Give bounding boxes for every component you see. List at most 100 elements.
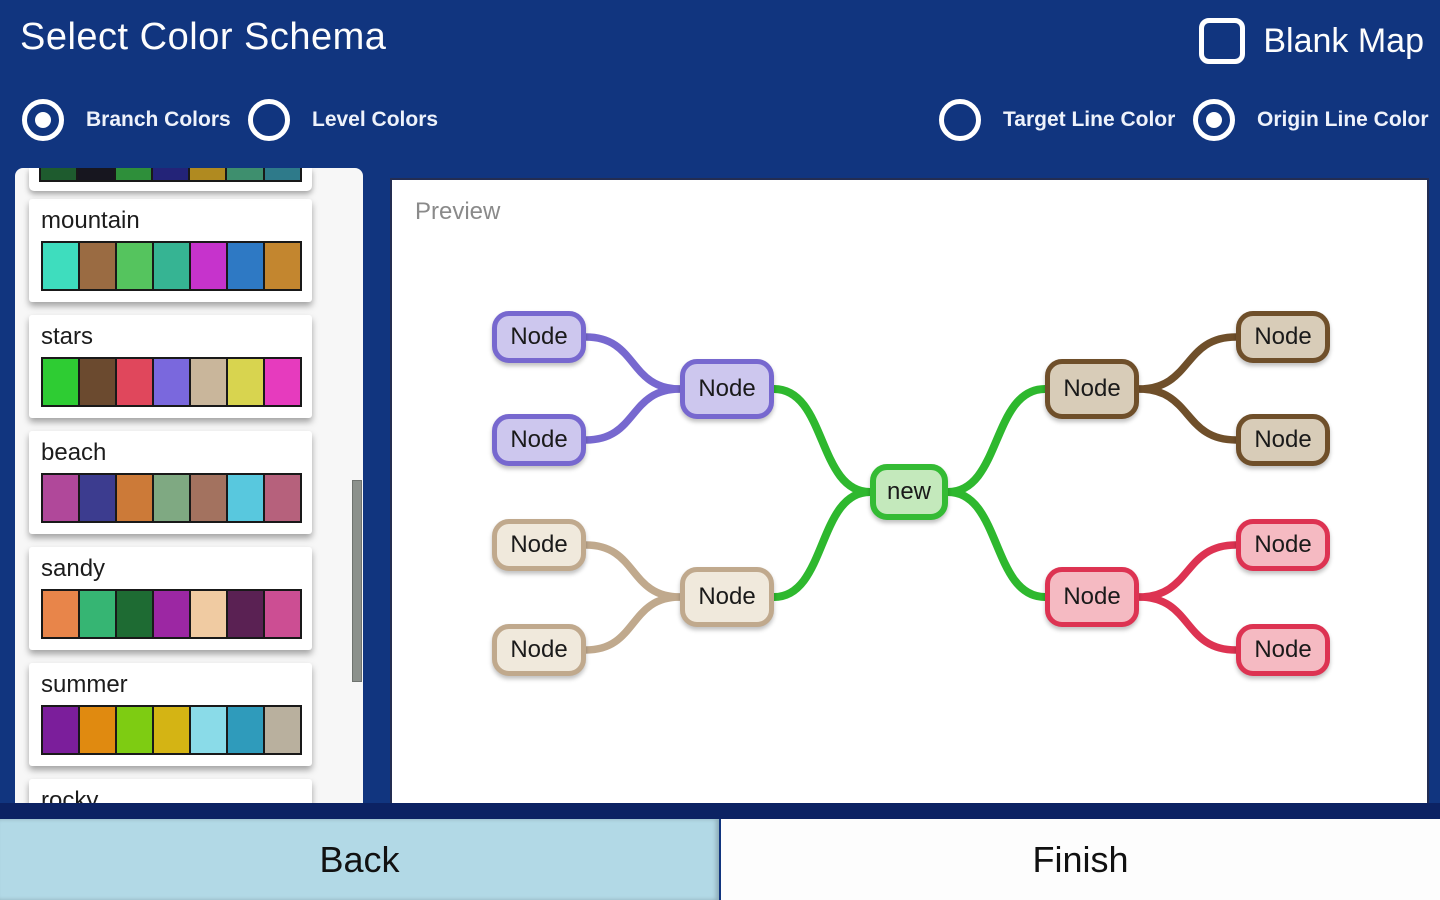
mindmap-link	[944, 385, 1049, 496]
blank-map-checkbox-icon[interactable]	[1199, 18, 1246, 64]
radio-dot	[35, 112, 51, 128]
mindmap-child-node: Node	[1236, 311, 1330, 363]
mindmap-child-node: Node	[1236, 414, 1330, 466]
color-swatch	[150, 168, 189, 182]
radio-dot	[261, 112, 277, 128]
color-swatch	[189, 357, 226, 407]
mindmap-link	[1135, 333, 1240, 393]
color-swatch	[263, 241, 302, 291]
scheme-card[interactable]: stars	[29, 315, 312, 418]
color-swatch	[115, 705, 152, 755]
scheme-card[interactable]: summer	[29, 663, 312, 766]
radio-dot	[1206, 112, 1222, 128]
color-swatch	[152, 589, 189, 639]
mindmap-link	[1135, 541, 1240, 601]
color-swatch	[226, 705, 263, 755]
radio-target-line-color-label: Target Line Color	[1003, 108, 1176, 131]
color-swatch	[78, 357, 115, 407]
radio-circle-icon[interactable]	[1193, 99, 1235, 141]
color-swatch	[152, 357, 189, 407]
color-swatch	[41, 241, 78, 291]
color-swatch	[188, 168, 226, 182]
color-swatch	[189, 473, 226, 523]
radio-branch-colors-label: Branch Colors	[86, 108, 231, 131]
scheme-swatches	[41, 473, 302, 523]
scheme-swatches	[41, 241, 302, 291]
scheme-card[interactable]: mountain	[29, 199, 312, 302]
color-swatch	[226, 357, 263, 407]
color-swatch	[41, 705, 78, 755]
color-swatch	[225, 168, 263, 182]
scheme-card-clipped-top[interactable]	[29, 168, 312, 191]
mindmap-child-node: Node	[492, 519, 586, 571]
mindmap-child-node: Node	[492, 311, 586, 363]
scheme-swatches	[39, 168, 302, 182]
blank-map-option[interactable]: Blank Map	[1199, 18, 1424, 64]
mindmap-child-node: Node	[1236, 624, 1330, 676]
radio-level-colors[interactable]: Level Colors	[248, 99, 438, 141]
color-swatch	[263, 589, 302, 639]
finish-button[interactable]: Finish	[721, 819, 1440, 900]
mindmap-link	[582, 541, 684, 601]
blank-map-label: Blank Map	[1263, 21, 1424, 60]
radio-origin-line-color[interactable]: Origin Line Color	[1193, 99, 1429, 141]
radio-dot	[952, 112, 968, 128]
color-swatch	[115, 589, 152, 639]
color-swatch	[115, 241, 152, 291]
radio-branch-colors[interactable]: Branch Colors	[22, 99, 231, 141]
page-title: Select Color Schema	[20, 16, 387, 58]
color-swatch	[263, 357, 302, 407]
color-swatch	[41, 473, 78, 523]
color-swatch	[115, 357, 152, 407]
color-swatch	[263, 473, 302, 523]
color-swatch	[78, 705, 115, 755]
scheme-cards-container: mountain stars beach sandy summer rocky	[15, 168, 363, 814]
radio-level-colors-label: Level Colors	[312, 108, 439, 131]
color-swatch	[152, 705, 189, 755]
color-swatch	[189, 589, 226, 639]
mindmap-link	[582, 593, 684, 654]
scheme-card[interactable]: sandy	[29, 547, 312, 650]
mindmap-link	[944, 488, 1049, 601]
scheme-card[interactable]: beach	[29, 431, 312, 534]
mindmap-branch-node: Node	[680, 567, 774, 627]
radio-circle-icon[interactable]	[939, 99, 981, 141]
color-swatch	[189, 241, 226, 291]
mindmap-child-node: Node	[492, 624, 586, 676]
scheme-name: sandy	[41, 555, 106, 582]
radio-circle-icon[interactable]	[248, 99, 290, 141]
color-swatch	[39, 168, 77, 182]
scheme-swatches	[41, 589, 302, 639]
color-swatch	[226, 241, 263, 291]
radio-circle-icon[interactable]	[22, 99, 64, 141]
color-scheme-list[interactable]: mountain stars beach sandy summer rocky	[15, 168, 363, 814]
mindmap-links	[582, 333, 1240, 654]
mindmap-link	[1135, 385, 1240, 444]
color-swatch	[41, 357, 78, 407]
color-swatch	[78, 241, 115, 291]
color-swatch	[76, 168, 114, 182]
color-swatch	[115, 473, 152, 523]
color-swatch	[152, 241, 189, 291]
scheme-name: mountain	[41, 207, 140, 234]
mindmap-link	[770, 488, 874, 601]
scheme-swatches	[41, 357, 302, 407]
color-swatch	[41, 589, 78, 639]
mindmap-branch-node: Node	[1045, 567, 1139, 627]
footer-divider	[0, 803, 1440, 819]
mindmap-child-node: Node	[1236, 519, 1330, 571]
back-button[interactable]: Back	[0, 819, 719, 900]
preview-label: Preview	[415, 198, 501, 225]
color-swatch	[189, 705, 226, 755]
radio-target-line-color[interactable]: Target Line Color	[939, 99, 1175, 141]
mindmap-link	[582, 333, 684, 393]
list-scrollbar-thumb[interactable]	[352, 480, 362, 682]
color-swatch	[262, 168, 302, 182]
color-swatch	[226, 473, 263, 523]
scheme-swatches	[41, 705, 302, 755]
color-swatch	[226, 589, 263, 639]
radio-origin-line-color-label: Origin Line Color	[1257, 108, 1429, 131]
color-swatch	[152, 473, 189, 523]
mindmap-child-node: Node	[492, 414, 586, 466]
